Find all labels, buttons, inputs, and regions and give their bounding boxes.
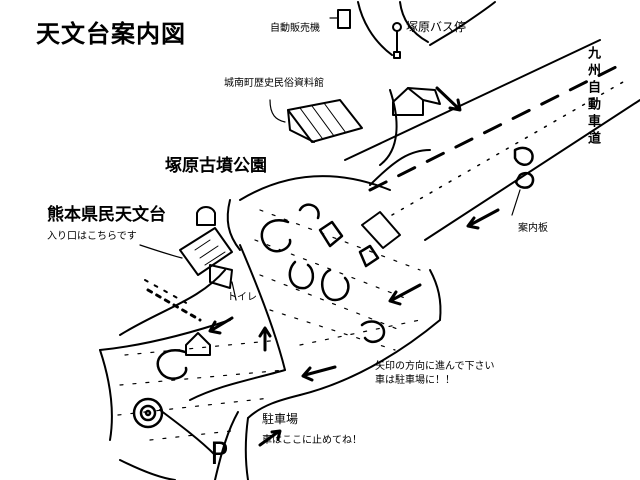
kofun-park-label: 塚原古墳公園 bbox=[165, 156, 267, 176]
bus-stop-marker bbox=[392, 22, 402, 59]
info-board-marker bbox=[513, 146, 535, 189]
parking-symbol: P bbox=[210, 437, 229, 472]
expressway bbox=[344, 39, 640, 241]
park-here-note: 車はここに止めてね！ bbox=[262, 435, 362, 446]
observatory-label: 熊本県民天文台 bbox=[47, 205, 166, 225]
parking-instruction-note: 車は駐車場に！！ bbox=[375, 375, 455, 386]
local-roads bbox=[99, 89, 442, 480]
toilet-label: トイレ bbox=[227, 292, 257, 303]
info-board-label: 案内板 bbox=[518, 223, 548, 234]
vending-machine-label: 自動販売機 bbox=[270, 23, 320, 34]
buildings bbox=[144, 9, 441, 356]
bus-stop-label: 塚原バス停 bbox=[406, 20, 467, 34]
follow-arrows-note: 矢印の方向に進んで下さい bbox=[375, 361, 495, 372]
parking-label: 駐車場 bbox=[262, 412, 299, 426]
museum-label: 城南町歴史民俗資料館 bbox=[224, 78, 324, 89]
leader-lines bbox=[139, 17, 521, 301]
expressway-label: 九州自動車道 bbox=[585, 46, 600, 148]
direction-arrows bbox=[208, 86, 500, 447]
map-title: 天文台案内図 bbox=[36, 20, 186, 48]
kofun-mounds bbox=[132, 203, 386, 429]
entrance-note: 入り口はこちらです bbox=[47, 231, 137, 242]
north-road bbox=[357, 1, 496, 56]
